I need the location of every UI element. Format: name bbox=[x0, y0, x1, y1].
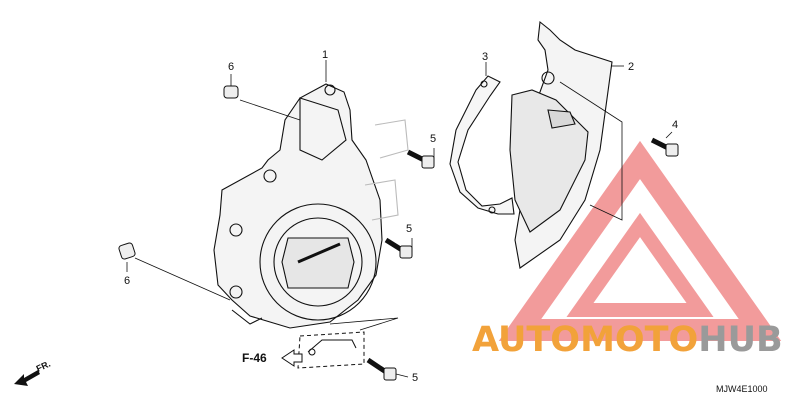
dowel-pin-top bbox=[223, 85, 239, 99]
sprocket-cover bbox=[509, 20, 613, 269]
left-crankcase-cover bbox=[213, 83, 409, 329]
guide-plate bbox=[449, 75, 515, 215]
watermark-part3: HUB bbox=[698, 320, 783, 360]
watermark-part2: MOTO bbox=[580, 320, 699, 360]
callout-3: 3 bbox=[482, 51, 488, 63]
callout-2: 2 bbox=[628, 61, 634, 73]
bolt-sprocket-cover bbox=[650, 137, 679, 157]
callout-4: 4 bbox=[672, 119, 678, 131]
bolt-middle bbox=[384, 237, 413, 259]
bolt-upper bbox=[406, 149, 435, 169]
direction-label: FR. bbox=[35, 359, 52, 374]
watermark-part1: AUTO bbox=[472, 320, 581, 360]
leader-lines bbox=[126, 60, 673, 378]
callout-5-middle: 5 bbox=[406, 223, 412, 235]
wire-clip bbox=[297, 331, 365, 369]
callout-6-top: 6 bbox=[228, 61, 234, 73]
part-code: MJW4E1000 bbox=[716, 384, 768, 394]
callout-1: 1 bbox=[322, 49, 328, 61]
watermark-text: AUTOMOTOHUB bbox=[472, 320, 783, 360]
reference-label: F-46 bbox=[242, 351, 267, 365]
callout-5-lower: 5 bbox=[412, 372, 418, 384]
watermark-logo-icon bbox=[498, 140, 782, 341]
callout-6-bottom: 6 bbox=[124, 275, 130, 287]
bolt-lower bbox=[366, 357, 397, 381]
reference-arrow-icon bbox=[281, 349, 303, 367]
dowel-pin-bottom bbox=[118, 242, 136, 260]
callout-5-upper: 5 bbox=[430, 133, 436, 145]
front-direction-arrow-icon bbox=[14, 370, 40, 386]
